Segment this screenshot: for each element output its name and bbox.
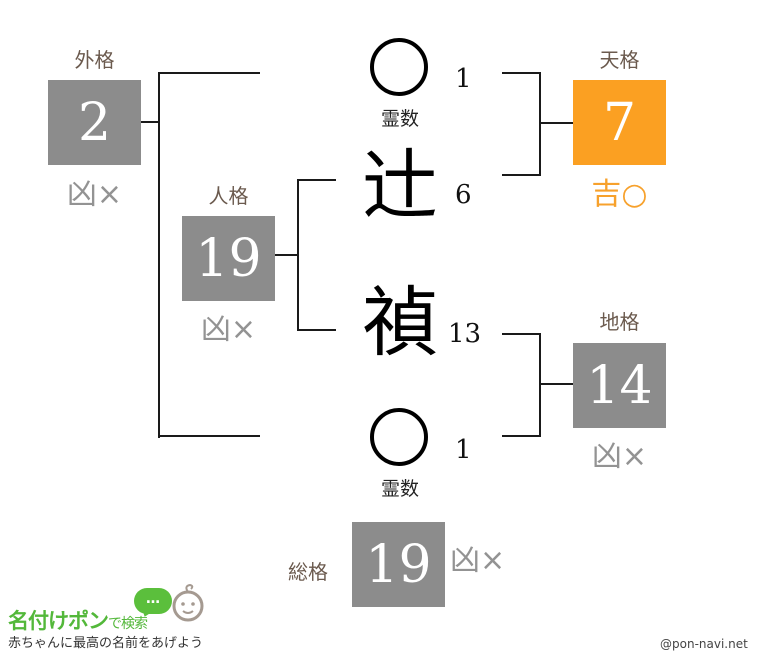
chikaku-value-box: 14 bbox=[573, 343, 666, 428]
tenkaku-value-box: 7 bbox=[573, 80, 666, 165]
jinkaku-verdict: 凶× bbox=[200, 312, 257, 347]
site-credit: @pon-navi.net bbox=[660, 637, 748, 651]
chikaku-verdict: 凶× bbox=[591, 439, 648, 474]
inner-bracket-top bbox=[297, 179, 336, 181]
tenkaku-bracket-vertical bbox=[539, 72, 541, 176]
inner-bracket-bottom bbox=[297, 329, 336, 331]
outer-bracket-bottom bbox=[158, 435, 260, 437]
gaikaku-label: 外格 bbox=[74, 48, 115, 72]
reisu-bottom-strokes: 1 bbox=[455, 435, 472, 465]
surname-char: 辻 bbox=[362, 141, 438, 230]
chikaku-label: 地格 bbox=[599, 310, 640, 334]
chikaku-bracket-vertical bbox=[539, 333, 541, 437]
tenkaku-bracket-bottom bbox=[502, 174, 541, 176]
gaikaku-verdict: 凶× bbox=[66, 177, 123, 212]
logo-tagline: 赤ちゃんに最高の名前をあげよう bbox=[8, 636, 204, 651]
chikaku-bracket-top bbox=[502, 333, 541, 335]
gaikaku-connector bbox=[141, 121, 159, 123]
jinkaku-connector bbox=[275, 254, 298, 256]
reisu-bottom-caption: 霊数 bbox=[380, 478, 419, 500]
outer-bracket-vertical bbox=[158, 72, 160, 438]
logo-suffix: で検索 bbox=[108, 616, 148, 632]
given-name-char: 禎 bbox=[362, 278, 438, 367]
logo-title: 名付けポン bbox=[8, 609, 109, 633]
soukaku-verdict: 凶× bbox=[450, 543, 506, 578]
chikaku-bracket-bottom bbox=[502, 435, 541, 437]
reisu-top-strokes: 1 bbox=[455, 64, 472, 94]
bubble-dots: … bbox=[146, 591, 160, 607]
gaikaku-value-box: 2 bbox=[48, 80, 141, 165]
jinkaku-value-box: 19 bbox=[182, 216, 275, 301]
outer-bracket-top bbox=[158, 72, 260, 74]
surname-strokes: 6 bbox=[455, 180, 472, 210]
inner-bracket-vertical bbox=[297, 179, 299, 331]
circle-icon bbox=[370, 38, 428, 96]
circle-icon bbox=[370, 408, 428, 466]
reisu-top-caption: 霊数 bbox=[380, 108, 419, 130]
tenkaku-bracket-top bbox=[502, 72, 541, 74]
jinkaku-label: 人格 bbox=[208, 184, 249, 208]
tenkaku-connector bbox=[539, 122, 573, 124]
chikaku-connector bbox=[539, 383, 573, 385]
given-name-strokes: 13 bbox=[448, 319, 482, 349]
baby-face-icon bbox=[172, 584, 204, 622]
soukaku-value-box: 19 bbox=[352, 522, 445, 607]
site-logo[interactable]: 名付けポンで検索 bbox=[8, 605, 148, 635]
tenkaku-label: 天格 bbox=[599, 48, 640, 72]
speech-bubble-icon: … bbox=[134, 588, 172, 614]
tenkaku-verdict: 吉○ bbox=[591, 177, 648, 212]
soukaku-label: 総格 bbox=[288, 560, 328, 584]
